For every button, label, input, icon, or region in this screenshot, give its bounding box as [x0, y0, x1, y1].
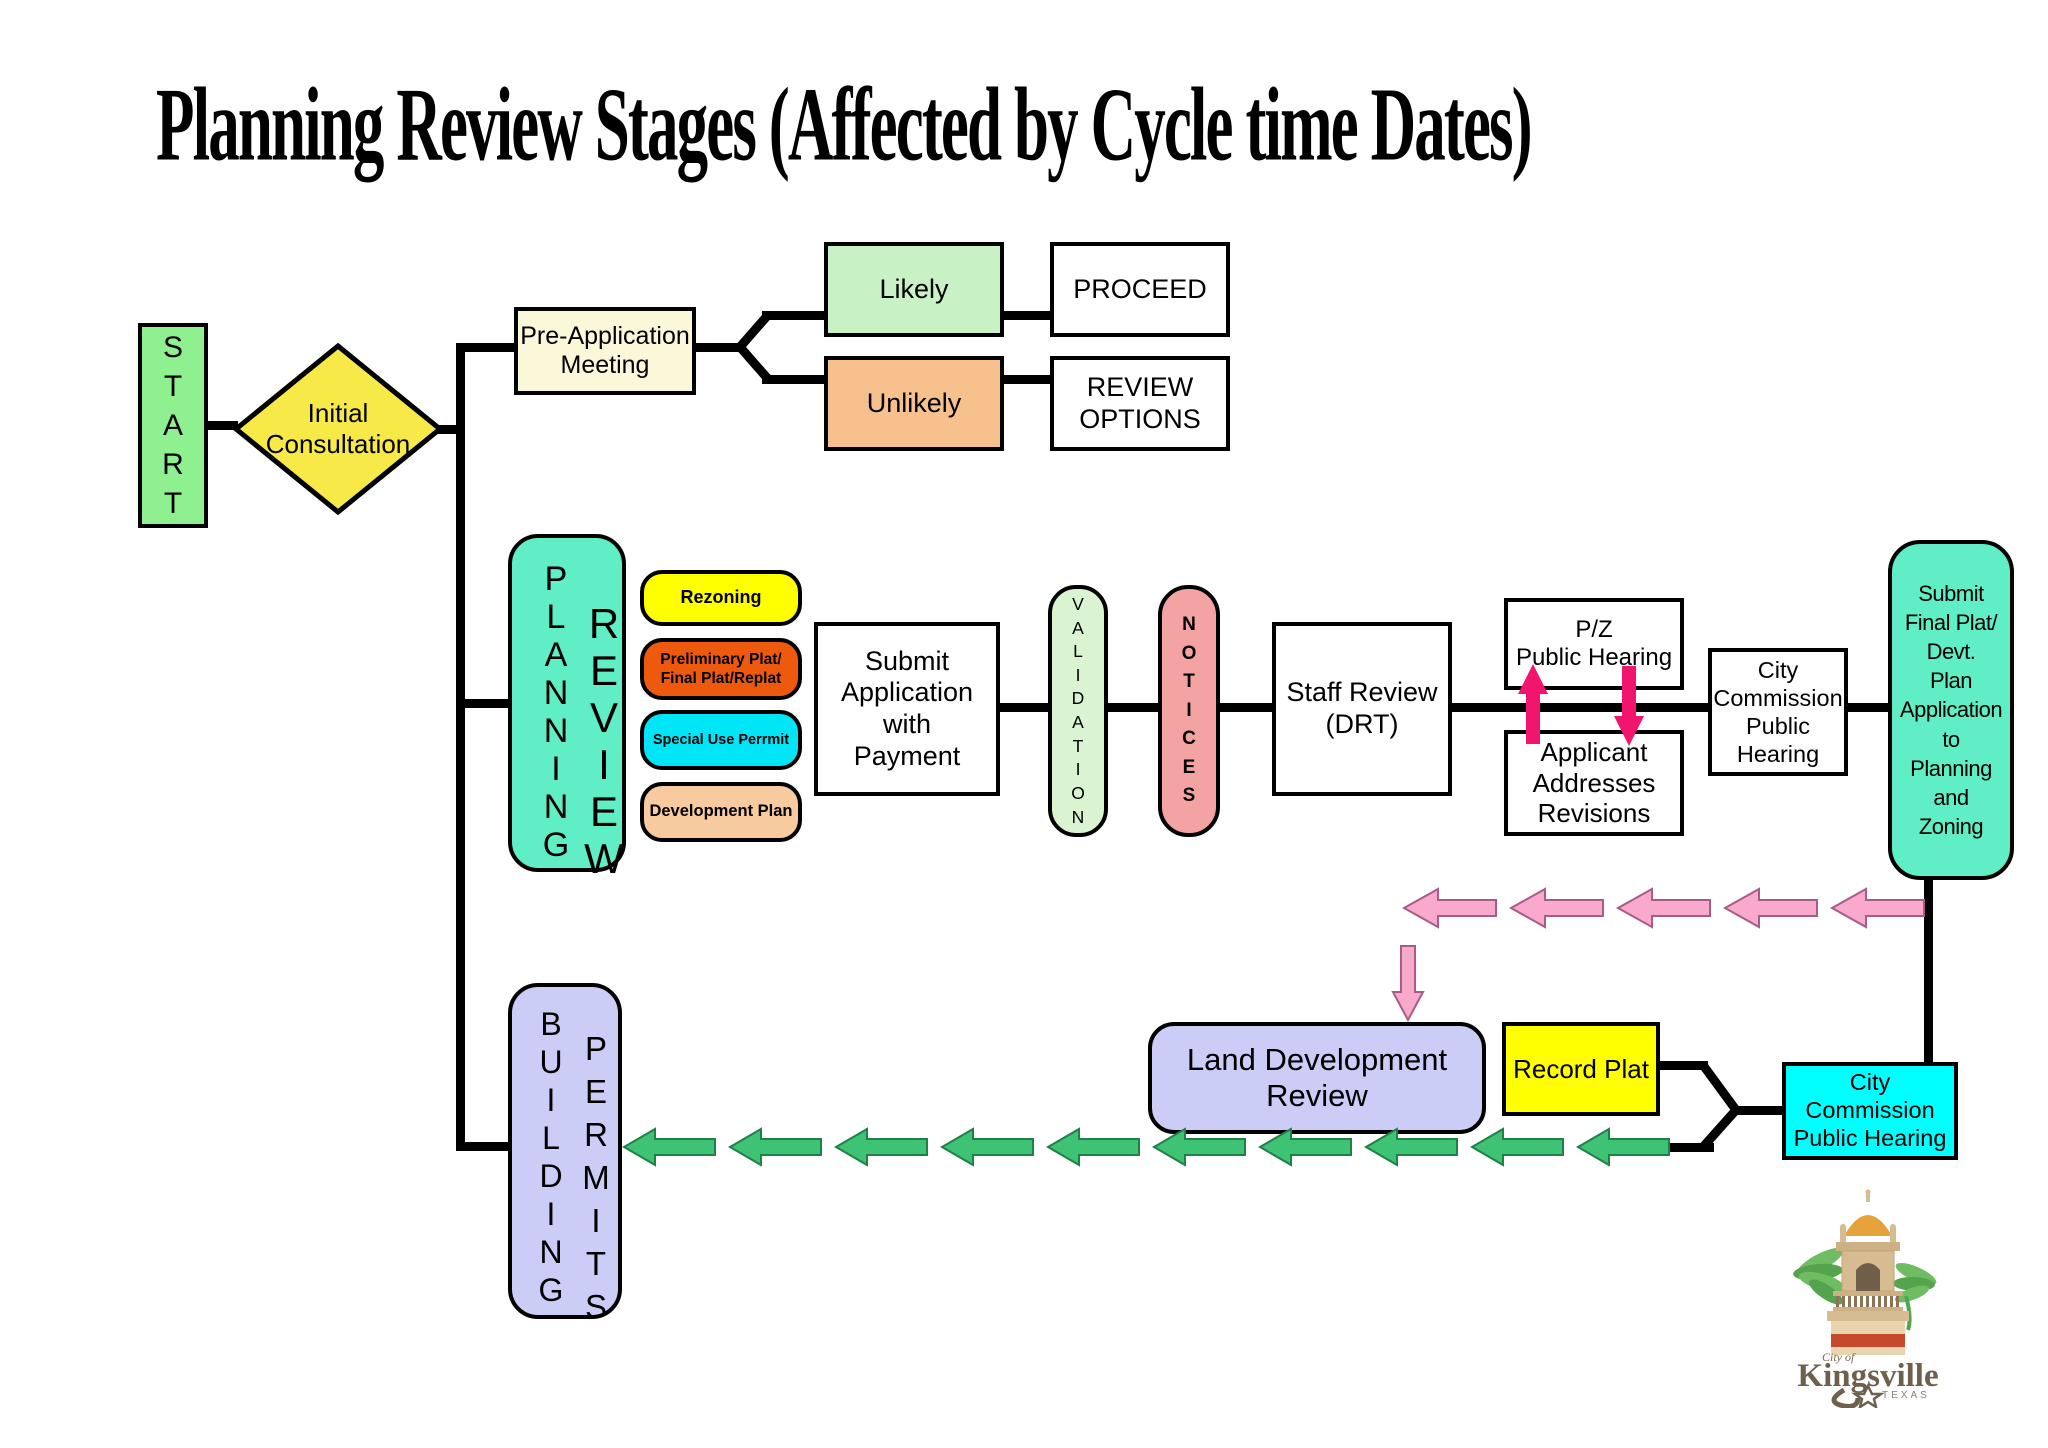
validation-node: V A L I D A T I O N	[1048, 585, 1108, 837]
green-left-arrow-icon	[1152, 1127, 1246, 1167]
green-left-arrow-icon	[1576, 1127, 1670, 1167]
pink-left-arrow-icon	[1723, 887, 1818, 929]
initial-consultation-node: Initial Consultation	[233, 343, 443, 515]
green-arrow-row	[622, 1126, 1671, 1168]
connector-trunk-vertical	[456, 343, 465, 1151]
planning-vertical-label: P L A N N I N G	[542, 560, 570, 864]
tower-illustration	[1827, 1189, 1909, 1355]
connector-trunk-building	[456, 1142, 512, 1151]
connector-validation-notices	[1104, 703, 1162, 712]
logo-city-of-text: City of	[1822, 1350, 1856, 1364]
city-commission-public-hearing-upper-node: City Commission Public Hearing	[1708, 648, 1848, 776]
connector-likely-proceed	[1002, 311, 1052, 320]
green-left-arrow-icon	[1258, 1127, 1352, 1167]
review-vertical-label: R E V I E W	[584, 600, 624, 882]
planning-review-node: P L A N N I N G R E V I E W	[508, 534, 626, 882]
revision-down-arrow-icon	[1614, 666, 1644, 746]
connector-junction-cyancommission	[1732, 1106, 1786, 1115]
green-left-arrow-icon	[1046, 1127, 1140, 1167]
diamond-shape	[233, 343, 443, 515]
green-left-arrow-icon	[1470, 1127, 1564, 1167]
likely-node: Likely	[824, 242, 1004, 337]
proceed-node: PROCEED	[1050, 242, 1230, 337]
connector-start-diamond	[208, 421, 238, 430]
connector-notices-staffreview	[1216, 703, 1276, 712]
connector-split-unlikely	[762, 375, 826, 384]
green-left-arrow-icon	[728, 1127, 822, 1167]
land-development-review-node: Land Development Review	[1148, 1022, 1486, 1134]
start-node: S T A R T	[138, 323, 208, 528]
submit-application-node: Submit Application with Payment	[814, 622, 1000, 796]
applicant-addresses-revisions-node: Applicant Addresses Revisions	[1504, 730, 1684, 836]
initial-consultation-label: Initial Consultation	[265, 397, 411, 459]
special-use-permit-pill: Special Use Perrmit	[640, 710, 802, 770]
page-title: Planning Review Stages (Affected by Cycl…	[156, 66, 1533, 183]
preliminary-plat-pill: Preliminary Plat/ Final Plat/Replat	[640, 638, 802, 700]
connector-split-likely	[762, 311, 826, 320]
connector-trunk-planning	[456, 699, 512, 708]
green-left-arrow-icon	[940, 1127, 1034, 1167]
unlikely-node: Unlikely	[824, 356, 1004, 451]
revision-up-arrow-icon	[1518, 664, 1548, 744]
connector-junction-greenarrows	[1666, 1143, 1714, 1152]
pink-left-arrow-icon	[1830, 887, 1925, 929]
pink-down-arrow-icon	[1391, 945, 1425, 1022]
connector-commission-submitfinal	[1844, 703, 1894, 712]
palm-tree-icon	[1793, 1247, 1937, 1331]
city-commission-public-hearing-lower-node: City Commission Public Hearing	[1782, 1062, 1958, 1160]
connector-trunk-preapp	[456, 343, 516, 352]
connector-submitfinal-down	[1924, 878, 1933, 1068]
building-permits-node: B U I L D I N G P E R M I T S	[508, 983, 622, 1325]
connector-preapp-split	[694, 343, 740, 352]
record-plat-node: Record Plat	[1502, 1022, 1660, 1116]
pink-left-arrow-icon	[1616, 887, 1711, 929]
pre-application-meeting-node: Pre-Application Meeting	[514, 307, 696, 395]
pz-public-hearing-node: P/Z Public Hearing	[1504, 598, 1684, 690]
development-plan-pill: Development Plan	[640, 782, 802, 842]
spur-icon	[1831, 1387, 1861, 1408]
kingsville-logo: City of Kingsville TEXAS	[1793, 1189, 1939, 1408]
green-left-arrow-icon	[1364, 1127, 1458, 1167]
submit-final-plat-node: Submit Final Plat/ Devt. Plan Applicatio…	[1888, 540, 2014, 880]
pink-arrow-row	[1402, 886, 1926, 931]
connector-diamond-trunk	[436, 425, 462, 434]
star-icon	[1851, 1383, 1885, 1408]
green-left-arrow-icon	[834, 1127, 928, 1167]
connector-submitapp-validation	[998, 703, 1052, 712]
green-left-arrow-icon	[622, 1127, 716, 1167]
permits-vertical-label: P E R M I T S	[582, 1030, 610, 1325]
building-vertical-label: B U I L D I N G	[538, 1006, 564, 1308]
connector-staffreview-commission	[1448, 703, 1712, 712]
pink-left-arrow-icon	[1509, 887, 1604, 929]
staff-review-node: Staff Review (DRT)	[1272, 622, 1452, 796]
logo-state-text: TEXAS	[1882, 1390, 1930, 1401]
review-options-node: REVIEW OPTIONS	[1050, 356, 1230, 451]
connector-recordplat-junction	[1658, 1061, 1708, 1070]
rezoning-pill: Rezoning	[640, 570, 802, 626]
connector-unlikely-reviewoptions	[1002, 375, 1052, 384]
notices-node: N O T I C E S	[1158, 585, 1220, 837]
pink-left-arrow-icon	[1402, 887, 1497, 929]
